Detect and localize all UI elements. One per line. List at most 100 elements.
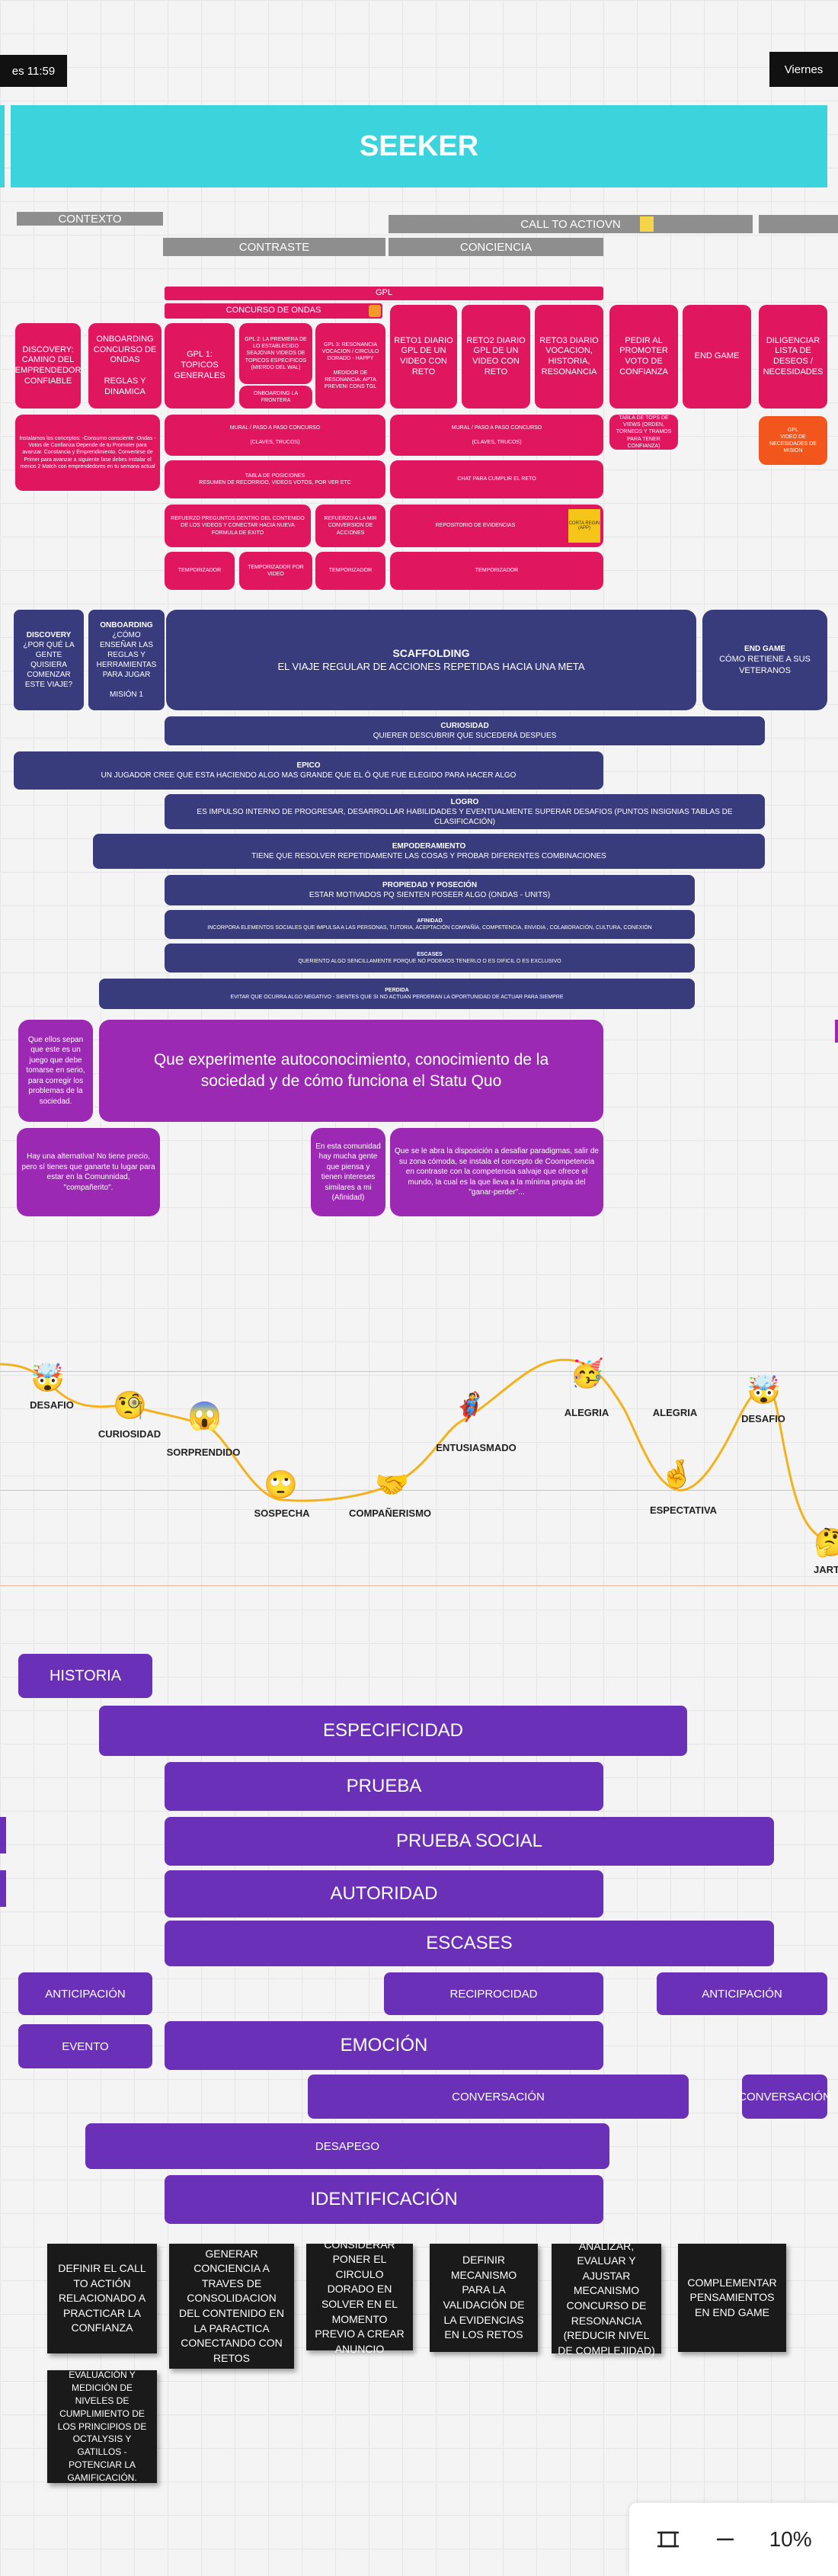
sospecha-emoji: 🙄	[264, 1469, 298, 1500]
alegria-label-2: ALEGRIA	[652, 1407, 698, 1418]
prueba-social-bar: PRUEBA SOCIAL	[165, 1817, 774, 1866]
gpl1-card: GPL 1: TOPICOS GENERALES	[165, 323, 235, 409]
propiedad-text: ESTAR MOTIVADOS PQ SIENTEN POSEER ALGO (…	[309, 891, 551, 899]
historia-bar: HISTORIA	[18, 1654, 152, 1698]
epico-text: UN JUGADOR CREE QUE ESTA HACIENDO ALGO M…	[101, 771, 517, 780]
action-card-3: CONSIDERAR PONER EL CIRCULO DORADO EN SO…	[306, 2238, 413, 2355]
concepts-note: Instalamos los conceptos: -Consumo consc…	[15, 415, 160, 491]
onboarding-frontera-card: ONBOARDING LA FRONTERA	[239, 386, 312, 409]
orange-note: GPL VIDEO DE NECESIDADES DE MISION	[759, 416, 827, 465]
onboarding-card: ONBOARDING CONCURSO DE ONDAS REGLAS Y DI…	[88, 323, 162, 409]
empoderamiento-text: TIENE QUE RESOLVER REPETIDAMENTE LAS COS…	[251, 852, 606, 860]
onboarding-box: ONBOARDING¿CÓMO ENSEÑAR LAS REGLAS Y HER…	[88, 610, 165, 710]
diligenciar-card: DILIGENCIAR LISTA DE DESEOS / NECESIDADE…	[759, 305, 827, 409]
logro-title: LOGRO	[450, 797, 479, 806]
propiedad-title: PROPIEDAD Y POSECIÓN	[382, 881, 478, 889]
sospecha-label: SOSPECHA	[254, 1507, 310, 1519]
left-edge-violet-2	[0, 1870, 6, 1907]
call-to-action-bar-right	[759, 215, 838, 233]
logro-text: ES IMPULSO INTERNO DE PROGRESAR, DESARRO…	[197, 807, 733, 826]
scaffolding-text: EL VIAJE REGULAR DE ACCIONES REPETIDAS H…	[277, 660, 585, 672]
identificacion-bar: IDENTIFICACIÓN	[165, 2175, 603, 2224]
alternativa-note: Hay una alternativa! No tiene precio, pe…	[17, 1128, 160, 1216]
jart-emoji: 🤔	[814, 1527, 838, 1558]
fit-icon[interactable]	[655, 2526, 681, 2552]
action-card-1: DEFINIR EL CALL TO ACTIÓN RELACIONADO A …	[47, 2244, 157, 2353]
mural-card-1: MURAL / PASO A PASO CONCURSO (CLAVES, TR…	[165, 415, 385, 456]
afinidad-text: INCORPORA ELEMENTOS SOCIALES QUE IMPULSA…	[207, 925, 652, 931]
yellow-sticky-mini	[640, 216, 654, 232]
afinidad-title: AFINIDAD	[417, 918, 443, 924]
pedir-voto-card: PEDIR AL PROMOTER VOTO DE CONFIANZA	[609, 305, 678, 409]
especificidad-bar: ESPECIFICIDAD	[99, 1706, 687, 1756]
end-game-title: END GAME	[744, 645, 785, 654]
reto2-card: RETO2 DIARIO GPL DE UN VIDEO CON RETO	[462, 305, 530, 409]
alegria-label: ALEGRIA	[564, 1407, 609, 1418]
temporizador-2: TEMPORIZADOR POR VIDEO	[239, 552, 312, 590]
comunidad-note: En esta comunidad hay mucha gente que pi…	[311, 1128, 385, 1216]
seeker-banner: SEEKER	[11, 105, 827, 187]
prueba-bar: PRUEBA	[165, 1762, 603, 1811]
escases-title: ESCASES	[417, 951, 443, 957]
action-card-7: EVALUACIÓN Y MEDICIÓN DE NIVELES DE CUMP…	[47, 2369, 157, 2483]
jart-label: JART	[814, 1564, 838, 1575]
end-game-card: END GAME	[683, 305, 751, 409]
temporizador-1: TEMPORIZADOR	[165, 552, 235, 590]
autoridad-bar: AUTORIDAD	[165, 1870, 603, 1918]
action-card-4: DEFINIR MECANISMO PARA LA VALIDACIÓN DE …	[430, 2244, 538, 2352]
entusiasmado-emoji: 🦸	[453, 1391, 487, 1422]
anticipacion-bar-1: ANTICIPACIÓN	[18, 1972, 152, 2015]
reciprocidad-bar: RECIPROCIDAD	[384, 1972, 603, 2015]
minus-icon[interactable]	[712, 2526, 738, 2552]
contraste-bar: CONTRASTE	[163, 238, 385, 256]
concurso-bar: CONCURSO DE ONDAS	[165, 303, 382, 319]
desafio-label: DESAFIO	[30, 1399, 74, 1411]
desafio-emoji: 🤯	[30, 1362, 65, 1393]
emocion-bar: EMOCIÓN	[165, 2021, 603, 2070]
perdida-text: EVITAR QUE OCURRA ALGO NEGATIVO - SIENTE…	[230, 995, 564, 1000]
perdida-title: PERDIDA	[385, 987, 409, 993]
alegria-emoji: 🥳	[570, 1357, 604, 1389]
entusiasmado-label: ENTUSIASMADO	[436, 1442, 517, 1453]
curiosidad-emoji: 🧐	[113, 1389, 147, 1421]
autoconocimiento-box: Que experimente autoconocimiento, conoci…	[99, 1020, 603, 1122]
reto1-card: RETO1 DIARIO GPL DE UN VIDEO CON RETO	[390, 305, 457, 409]
chat-card: CHAT PARA CUMPLIR EL RETO	[390, 460, 603, 498]
contexto-bar: CONTEXTO	[17, 212, 163, 226]
conversacion-bar-2: CONVERSACIÓN	[738, 2075, 831, 2119]
zoom-level[interactable]: 10%	[769, 2527, 812, 2551]
escases-bar-purple: ESCASES	[165, 1921, 774, 1966]
empoderamiento-title: EMPODERAMIENTO	[392, 842, 466, 851]
journey-guide-base	[0, 1585, 838, 1586]
action-card-5: ANALIZAR, EVALUAR Y AJUSTAR MECANISMO CO…	[552, 2240, 661, 2357]
action-card-6: COMPLEMENTAR PENSAMIENTOS EN END GAME	[678, 2244, 786, 2352]
tabla-posiciones-card: TABLA DE POSICIONES RESUMEN DE RECORRIDO…	[165, 460, 385, 498]
journey-guide-bottom	[0, 1490, 838, 1491]
onboarding-title: ONBOARDING	[100, 621, 153, 630]
journey-guide-top	[0, 1371, 838, 1372]
desapego-bar: DESAPEGO	[85, 2123, 609, 2169]
paradigma-note: Que se le abra la disposición a desafiar…	[390, 1128, 603, 1216]
refuerzo-mir-card: REFUERZO A LA MIR CONVERSION DE ACCIONES	[315, 505, 385, 547]
orange-marker	[369, 305, 381, 317]
conciencia-bar: CONCIENCIA	[389, 238, 603, 256]
scaffolding-title: SCAFFOLDING	[392, 647, 470, 660]
espectativa-label: ESPECTATIVA	[649, 1504, 718, 1516]
sorprendido-label: SORPRENDIDO	[166, 1447, 241, 1458]
evento-bar: EVENTO	[18, 2024, 152, 2068]
curiosidad-label: CURIOSIDAD	[98, 1428, 162, 1440]
time-tag: es 11:59	[0, 55, 67, 87]
tabla-tops-card: TABLA DE TOPS DE VIEWS (ORDEN, TORNEOS Y…	[609, 415, 678, 450]
temporizador-4: TEMPORIZADOR	[390, 552, 603, 590]
discovery-box: DISCOVERY¿POR QUÉ LA GENTE QUISIERA COME…	[14, 610, 84, 710]
call-to-action-bar: CALL TO ACTIOVN	[389, 215, 753, 233]
